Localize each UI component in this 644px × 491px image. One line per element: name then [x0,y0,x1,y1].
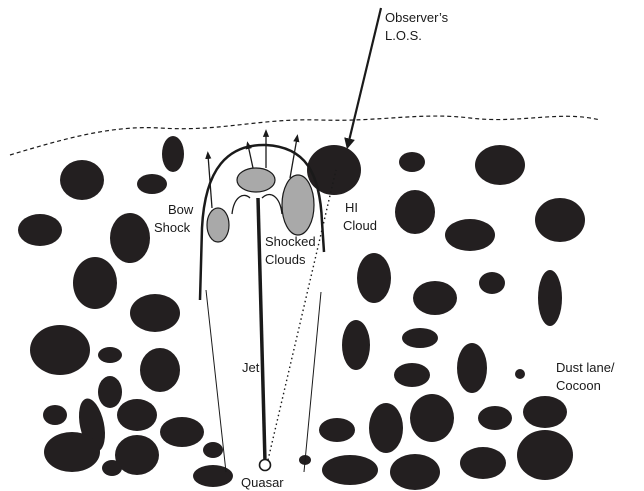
bow-arc [232,195,250,214]
shocked-clouds-label-line1: Shocked [265,234,316,249]
dust-cloud [342,320,370,370]
dust-cloud [410,394,454,442]
dust-cloud [517,430,573,480]
quasar-marker [260,460,271,471]
dust-cloud [399,152,425,172]
dust-cloud [73,257,117,309]
dust-cloud [117,399,157,431]
bow-shock-label-line2: Shock [154,220,191,235]
dust-cloud [515,369,525,379]
dust-cloud [523,396,567,428]
shocked-cloud [207,208,229,242]
dust-cloud [357,253,391,303]
quasar-label: Quasar [241,475,284,490]
dust-cloud [478,406,512,430]
dust-cloud [160,417,204,447]
dust-cloud [193,465,233,487]
dust-cloud [390,454,440,490]
jet-label: Jet [242,360,260,375]
dust-cloud [102,460,122,476]
dust-cloud [30,325,90,375]
dust-cloud [369,403,403,453]
dust-cloud [307,145,361,195]
dust-cloud [475,145,525,185]
hi-cloud-label-line2: Cloud [343,218,377,233]
outflow-arrow [248,145,253,168]
dust-cloud [538,270,562,326]
dust-cloud [130,294,180,332]
hi-cloud-label-line1: HI [345,200,358,215]
dust-cloud [203,442,223,458]
observer-label-line1: Observer’s [385,10,449,25]
observer-label-line2: L.O.S. [385,28,422,43]
dust-cloud [445,219,495,251]
dust-cloud [394,363,430,387]
dust-cloud [44,432,100,472]
dust-cloud [110,213,150,263]
bow-arc [262,195,282,214]
dust-cloud [162,136,184,172]
dust-lane-label-line1: Dust lane/ [556,360,615,375]
dust-cloud [460,447,506,479]
dust-cloud [98,347,122,363]
dust-cloud [98,376,122,408]
dust-cloud [60,160,104,200]
dust-cloud [413,281,457,315]
dust-lane-label-line2: Cocoon [556,378,601,393]
observer-los-arrow [348,8,381,145]
shocked-cloud [237,168,275,192]
dust-cloud [535,198,585,242]
dust-cloud [43,405,67,425]
dust-cloud [18,214,62,246]
dust-cloud [479,272,505,294]
shocked-cloud [282,175,314,235]
dust-cloud [319,418,355,442]
outflow-arrow [290,138,297,178]
jet [258,198,265,462]
dust-cloud [140,348,180,392]
dust-cloud [395,190,435,234]
dust-cloud [322,455,378,485]
dust-cloud [137,174,167,194]
dust-cloud [402,328,438,348]
bow-shock-label-line1: Bow [168,202,194,217]
dust-cloud [457,343,487,393]
shocked-clouds-label-line2: Clouds [265,252,306,267]
cocoon-edge-right [304,292,321,472]
